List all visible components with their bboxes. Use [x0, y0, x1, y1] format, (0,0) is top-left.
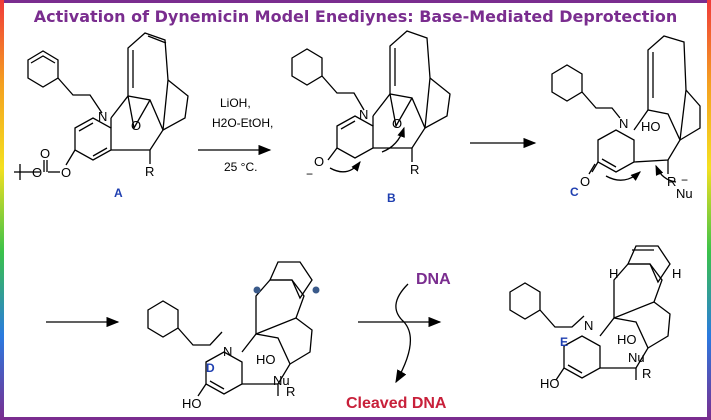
atom-h-e-2: H — [672, 266, 681, 281]
atom-r-c: R — [667, 174, 676, 189]
rainbow-border-right — [707, 0, 711, 420]
charge-minus-c: − — [681, 173, 688, 187]
atom-n-a: N — [98, 109, 107, 124]
rainbow-border-left — [0, 0, 4, 420]
atom-ho-phenol-d: HO — [182, 396, 202, 411]
atom-ho-e: HO — [617, 332, 637, 347]
atom-o-a: O — [131, 118, 141, 133]
compound-a — [14, 32, 189, 180]
compound-label-c: C — [570, 185, 579, 199]
diagram-title: Activation of Dynemicin Model Enediynes:… — [33, 7, 678, 26]
compound-c — [551, 35, 701, 183]
compound-d — [147, 261, 313, 397]
atom-nu-e: Nu — [628, 350, 645, 365]
atom-nu-c: Nu — [676, 186, 693, 201]
charge-minus-b: − — [306, 167, 313, 181]
compound-label-e: E — [560, 335, 568, 349]
atom-o-ester-3: O — [32, 165, 42, 180]
atom-r-e: R — [642, 366, 651, 381]
radical-dot-2 — [312, 286, 320, 294]
atom-o-phenoxide-b: O — [314, 154, 324, 169]
cleaved-dna-label: Cleaved DNA — [346, 395, 447, 412]
compound-label-b: B — [387, 191, 396, 205]
compound-e — [509, 245, 671, 381]
atom-o-quinone-c: O — [580, 174, 590, 189]
atom-r-b: R — [410, 162, 419, 177]
compound-label-d: D — [206, 361, 215, 375]
atom-o-ester-1: O — [61, 165, 71, 180]
atom-o-b: O — [392, 116, 402, 131]
atom-r-a: R — [145, 164, 154, 179]
atom-ho-d: HO — [256, 352, 276, 367]
atom-n-c: N — [619, 116, 628, 131]
condition-temperature: 25 °C. — [224, 160, 257, 174]
dna-cleavage-arrow — [395, 283, 411, 384]
atom-ho-phenol-e: HO — [540, 376, 560, 391]
compound-b — [291, 30, 451, 173]
atom-n-d: N — [223, 344, 232, 359]
condition-solvent: H2O-EtOH, — [212, 116, 273, 130]
atom-ho-c: HO — [641, 119, 661, 134]
atom-r-d: R — [286, 384, 295, 399]
atom-nu-d: Nu — [273, 373, 290, 388]
compound-label-a: A — [114, 186, 123, 200]
dna-label: DNA — [416, 271, 451, 288]
radical-dot-1 — [253, 286, 261, 294]
condition-reagent: LiOH, — [220, 96, 251, 110]
atom-n-e: N — [584, 318, 593, 333]
atom-o-ester-2: O — [40, 146, 50, 161]
atom-h-e-1: H — [609, 266, 618, 281]
atom-n-b: N — [359, 107, 368, 122]
